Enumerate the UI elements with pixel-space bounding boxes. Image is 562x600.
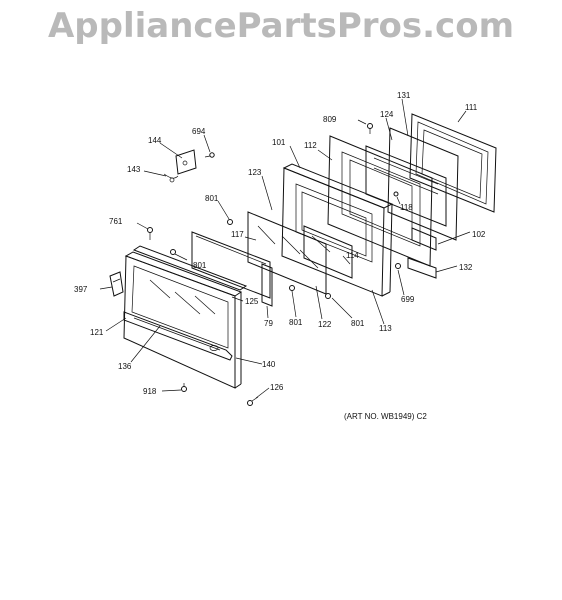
wire-143: [163, 173, 179, 183]
gasket-111: [409, 113, 497, 213]
watermark-logo: AppliancePartsPros.com: [47, 6, 514, 46]
part-label-694: 694: [192, 127, 206, 136]
part-label-801: 801: [289, 318, 303, 327]
part-label-102: 102: [472, 230, 486, 239]
part-label-124: 124: [380, 110, 394, 119]
hinge-102: [411, 227, 437, 251]
part-label-126: 126: [270, 383, 284, 392]
part-label-111: 111: [465, 103, 478, 112]
part-label-144: 144: [148, 136, 162, 145]
part-label-125: 125: [245, 297, 259, 306]
door-top-cap: [132, 245, 248, 291]
frame-131: [387, 127, 459, 241]
hinge-piece-397: [109, 271, 124, 297]
part-label-113: 113: [379, 324, 392, 333]
part-label-761: 761: [109, 217, 123, 226]
shield-124: [365, 145, 447, 227]
art-number-note: (ART NO. WB1949) C2: [344, 412, 427, 421]
part-label-809: 809: [323, 115, 337, 124]
part-labels: 694 144 143 801 761 117 801 397 121 136 …: [74, 91, 486, 396]
part-label-801: 801: [205, 194, 219, 203]
screw-918: [181, 383, 187, 392]
part-label-143: 143: [127, 165, 141, 174]
part-label-699: 699: [401, 295, 415, 304]
part-label-121: 121: [90, 328, 104, 337]
part-label-397: 397: [74, 285, 88, 294]
screw-118: [393, 191, 399, 197]
part-label-114: 114: [346, 251, 359, 260]
part-label-118: 118: [400, 203, 413, 212]
screw-126: [247, 396, 259, 406]
part-label-123: 123: [248, 168, 262, 177]
inner-door-frame: [281, 163, 394, 297]
part-label-801: 801: [193, 261, 207, 270]
part-label-112: 112: [304, 141, 317, 150]
bracket-132: [407, 257, 437, 279]
door-handle: [123, 311, 233, 361]
part-label-79: 79: [264, 319, 273, 328]
part-label-136: 136: [118, 362, 132, 371]
screw-801-bottom-center: [289, 285, 331, 299]
screw-761: [147, 227, 153, 240]
screw-809: [367, 123, 373, 134]
insulation-panel-117: [191, 231, 271, 299]
part-label-122: 122: [318, 320, 332, 329]
glass-122: [303, 225, 353, 279]
part-label-132: 132: [459, 263, 473, 272]
part-label-801: 801: [351, 319, 365, 328]
part-label-131: 131: [397, 91, 411, 100]
screw-801-left: [170, 249, 176, 255]
leader-lines: [99, 98, 471, 399]
part-label-140: 140: [262, 360, 276, 369]
screw-801-top: [227, 219, 233, 225]
part-label-101: 101: [272, 138, 286, 147]
glass-123: [247, 211, 327, 295]
part-label-918: 918: [143, 387, 157, 396]
part-label-117: 117: [231, 230, 244, 239]
bracket-144: [175, 149, 215, 175]
screw-699: [395, 263, 401, 269]
spacer-79: [261, 263, 273, 307]
outer-door-panel: [123, 251, 243, 389]
